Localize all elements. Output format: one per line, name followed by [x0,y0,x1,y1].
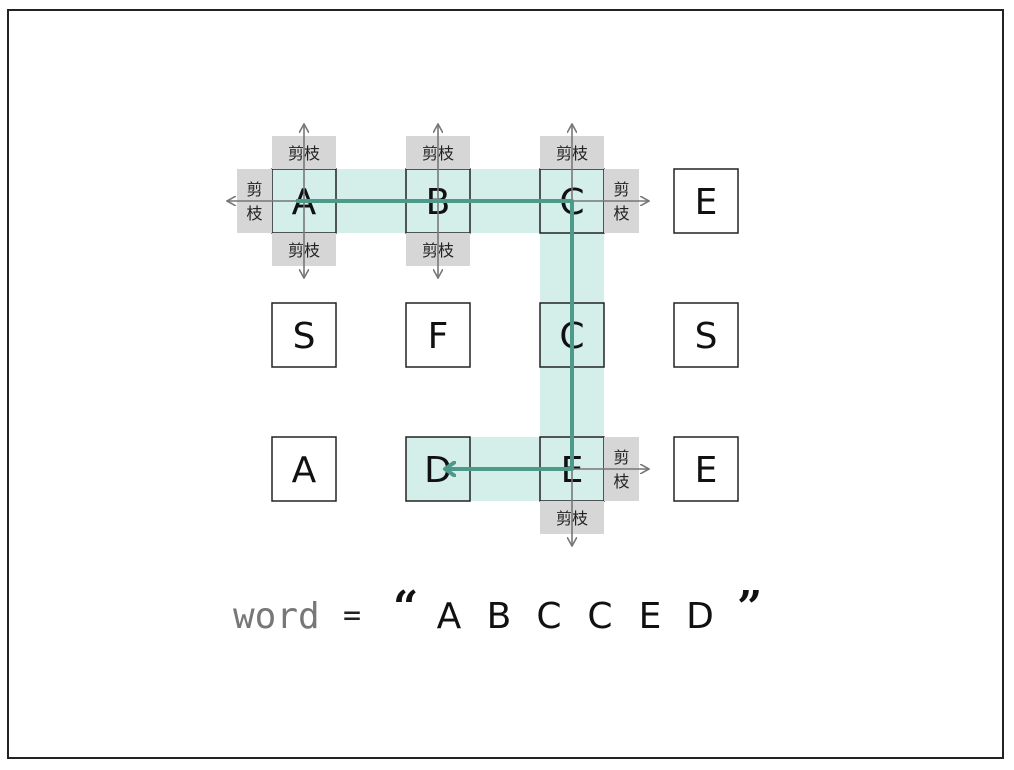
word-letter: D [686,596,714,637]
prune-label: 枝 [246,204,262,223]
grid-letter: S [293,316,316,357]
grid-letter: A [292,450,317,491]
word-letter: C [536,596,561,637]
grid-cell [271,436,337,502]
grid-letter: S [695,316,718,357]
diagram-frame [7,9,1004,759]
grid-letter: E [695,182,718,223]
word-equals: = [343,598,361,633]
word-letter: B [487,596,512,637]
word-open-quote: “ [393,582,418,633]
path-line [296,199,574,469]
grid-letter: E [695,450,718,491]
grid-cell [673,302,739,368]
prune-label: 枝 [613,472,629,491]
grid-cell [673,436,739,502]
grid-cell [271,302,337,368]
prune-label: 剪 [246,180,262,199]
grid-cell [405,302,471,368]
word-close-quote: ” [737,582,762,633]
word-letter: A [437,596,462,637]
search-path [296,199,574,469]
word-letter: C [587,596,612,637]
word-label: word [233,596,320,637]
word-letter: E [639,596,662,637]
prune-label: 剪 [613,180,629,199]
grid-cell [673,168,739,234]
prune-label: 剪 [613,448,629,467]
grid-letter: F [428,316,449,357]
prune-label: 枝 [613,204,629,223]
